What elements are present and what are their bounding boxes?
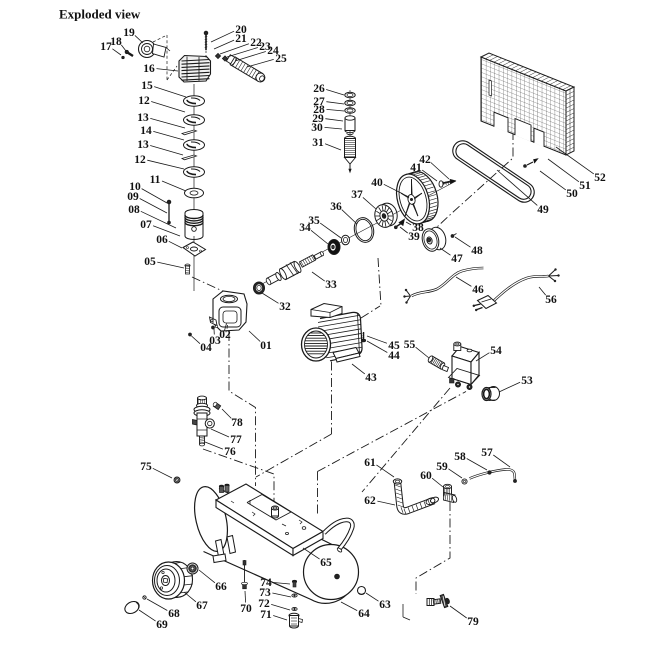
- svg-text:62: 62: [364, 495, 376, 507]
- svg-text:08: 08: [128, 204, 140, 216]
- svg-text:71: 71: [260, 609, 272, 621]
- svg-text:10: 10: [129, 181, 141, 193]
- svg-text:55: 55: [404, 339, 416, 351]
- svg-text:68: 68: [168, 608, 180, 620]
- svg-text:39: 39: [408, 231, 420, 243]
- svg-text:07: 07: [140, 219, 152, 231]
- svg-text:42: 42: [419, 154, 431, 166]
- svg-text:37: 37: [351, 189, 363, 201]
- svg-text:50: 50: [566, 188, 578, 200]
- svg-text:49: 49: [537, 204, 549, 216]
- svg-text:06: 06: [156, 234, 168, 246]
- svg-text:46: 46: [472, 284, 484, 296]
- svg-text:14: 14: [140, 125, 152, 137]
- svg-text:25: 25: [275, 53, 287, 65]
- svg-text:78: 78: [231, 417, 243, 429]
- svg-text:05: 05: [144, 256, 156, 268]
- svg-text:66: 66: [215, 581, 227, 593]
- svg-text:32: 32: [279, 301, 291, 313]
- svg-text:67: 67: [196, 600, 208, 612]
- svg-text:35: 35: [308, 215, 320, 227]
- svg-text:13: 13: [137, 112, 149, 124]
- svg-text:26: 26: [313, 83, 325, 95]
- svg-text:33: 33: [325, 279, 337, 291]
- svg-text:74: 74: [260, 577, 272, 589]
- svg-text:16: 16: [143, 63, 155, 75]
- svg-text:64: 64: [358, 608, 370, 620]
- svg-text:75: 75: [140, 461, 152, 473]
- svg-text:40: 40: [371, 177, 383, 189]
- svg-text:72: 72: [258, 598, 270, 610]
- svg-text:45: 45: [388, 340, 400, 352]
- svg-text:36: 36: [330, 201, 342, 213]
- svg-text:15: 15: [141, 80, 153, 92]
- svg-text:69: 69: [156, 619, 168, 631]
- svg-text:43: 43: [365, 372, 377, 384]
- svg-text:18: 18: [110, 36, 122, 48]
- svg-text:13: 13: [137, 139, 149, 151]
- svg-text:54: 54: [490, 345, 502, 357]
- svg-text:79: 79: [467, 616, 479, 628]
- svg-text:02: 02: [219, 329, 231, 341]
- svg-text:01: 01: [260, 340, 272, 352]
- svg-text:48: 48: [471, 245, 483, 257]
- svg-text:77: 77: [230, 434, 242, 446]
- svg-text:30: 30: [311, 122, 323, 134]
- svg-text:58: 58: [454, 451, 466, 463]
- svg-text:12: 12: [138, 95, 150, 107]
- svg-text:11: 11: [150, 174, 161, 186]
- svg-text:61: 61: [364, 457, 376, 469]
- svg-text:57: 57: [481, 447, 493, 459]
- svg-text:47: 47: [451, 253, 463, 265]
- svg-text:63: 63: [379, 599, 391, 611]
- svg-text:60: 60: [420, 470, 432, 482]
- svg-text:31: 31: [312, 137, 324, 149]
- svg-text:19: 19: [123, 27, 135, 39]
- svg-text:12: 12: [134, 154, 146, 166]
- svg-text:65: 65: [320, 557, 332, 569]
- svg-text:76: 76: [224, 446, 236, 458]
- svg-text:04: 04: [200, 342, 212, 354]
- svg-text:51: 51: [579, 180, 591, 192]
- svg-text:52: 52: [594, 172, 606, 184]
- svg-text:56: 56: [545, 294, 557, 306]
- svg-text:59: 59: [436, 461, 448, 473]
- svg-text:Exploded view: Exploded view: [59, 7, 141, 22]
- svg-text:53: 53: [521, 375, 533, 387]
- svg-text:70: 70: [240, 603, 252, 615]
- svg-text:21: 21: [235, 33, 247, 45]
